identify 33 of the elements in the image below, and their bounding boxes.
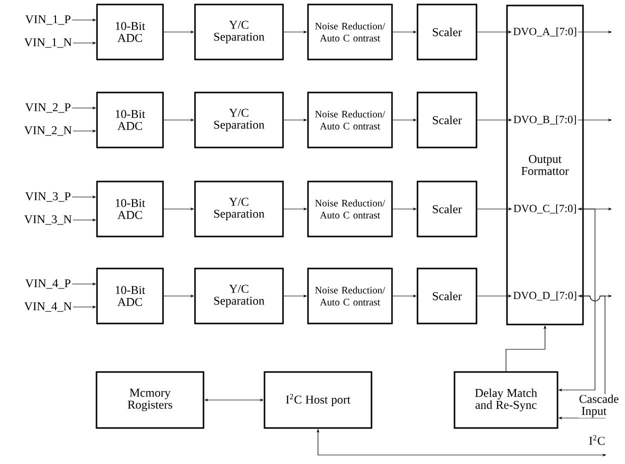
signal-label: I$^{2}$C bbox=[589, 435, 605, 445]
block-box: Noise Reduction/ Auto C ontrast bbox=[307, 4, 393, 60]
pin-label: VIN_4_N bbox=[24, 302, 72, 312]
block-box: I$^{2}$C Host port bbox=[264, 371, 372, 429]
port-label: DVO_D_[7:0] bbox=[513, 291, 576, 301]
block-box: Noise Reduction/ Auto C ontrast bbox=[307, 180, 393, 238]
block-box: Y/C Separation bbox=[194, 92, 284, 148]
port-label: DVO_B_[7:0] bbox=[514, 115, 576, 125]
port-label: DVO_C_[7:0] bbox=[514, 204, 576, 214]
pin-label: VIN_2_N bbox=[24, 126, 72, 136]
block-box: Noise Reduction/ Auto C ontrast bbox=[307, 268, 393, 324]
block-box: 10-Bit ADC bbox=[96, 4, 164, 60]
block-box: Noise Reduction/ Auto C ontrast bbox=[307, 92, 393, 148]
block-box: Y/C Separation bbox=[194, 268, 284, 324]
pin-label: VIN_2_P bbox=[25, 103, 70, 113]
block-box: 10-Bit ADC bbox=[96, 268, 164, 324]
pin-label: VIN_3_N bbox=[24, 215, 72, 225]
block-box: Mcmory Rogisters bbox=[96, 371, 204, 429]
block-box: Scaler bbox=[416, 180, 478, 238]
block-box: Scaler bbox=[416, 4, 478, 60]
port-label: DVO_A_[7:0] bbox=[513, 27, 576, 37]
block-box: 10-Bit ADC bbox=[96, 180, 164, 238]
block-box: Y/C Separation bbox=[194, 180, 284, 238]
pin-label: VIN_3_P bbox=[25, 192, 70, 202]
cascade-input-label: Cascade Input bbox=[578, 394, 618, 418]
block-box: Delay Match and Re-Sync bbox=[454, 371, 558, 429]
block-box: Scaler bbox=[416, 268, 478, 324]
block-box: Y/C Separation bbox=[194, 4, 284, 60]
pin-label: VIN_1_P bbox=[25, 15, 70, 25]
block-box: 10-Bit ADC bbox=[96, 92, 164, 148]
pin-label: VIN_4_P bbox=[25, 279, 70, 289]
pin-label: VIN_1_N bbox=[24, 38, 72, 48]
block-box: Scaler bbox=[416, 92, 478, 148]
